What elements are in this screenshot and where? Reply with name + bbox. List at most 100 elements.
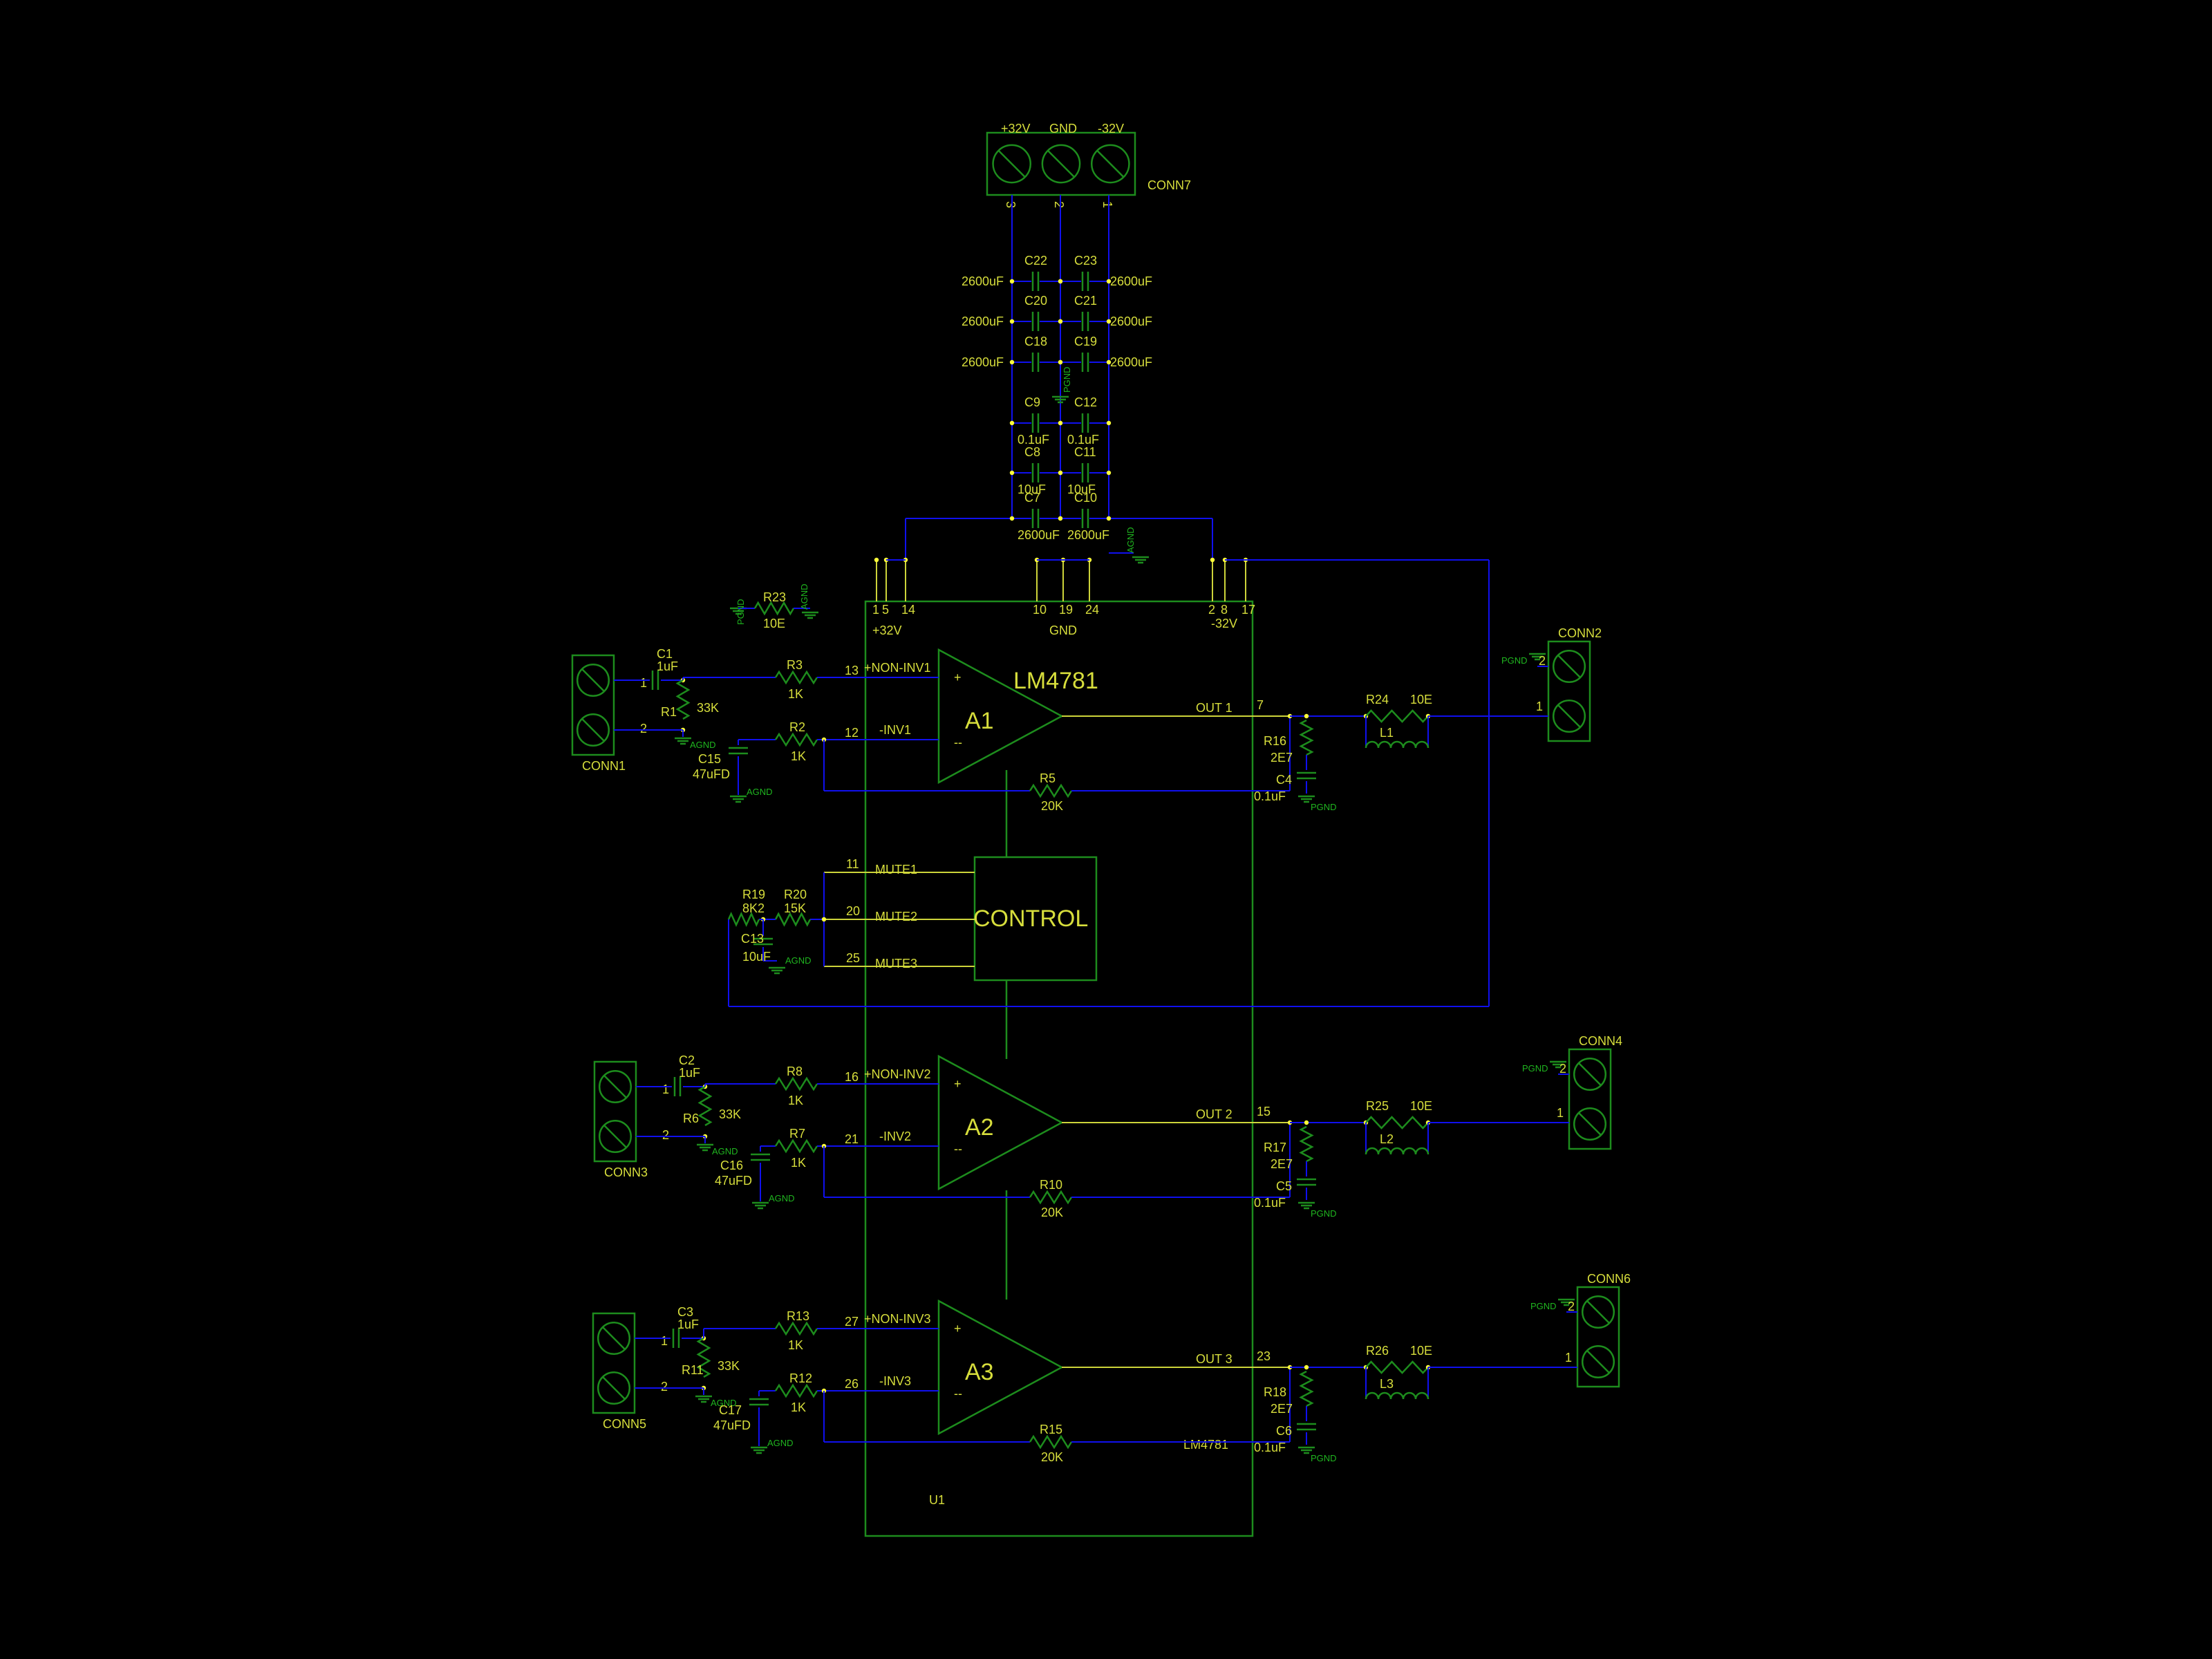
resistor-ref: R7 <box>789 1127 805 1141</box>
cap-value: 0.1uF <box>1067 433 1099 447</box>
screw-slot <box>602 1376 626 1400</box>
resistor-symbol <box>774 670 818 685</box>
resistor-symbol <box>1365 1116 1429 1130</box>
resistor-symbol <box>1029 783 1073 798</box>
ground-label: AGND <box>767 1438 794 1448</box>
cap-value: 47uFD <box>693 767 730 781</box>
pin-number: 2 <box>661 1380 668 1394</box>
ground-label: PGND <box>1311 1208 1337 1219</box>
junction-dot <box>1058 319 1063 324</box>
rail-label: +32V <box>872 624 902 637</box>
rail-label: GND <box>1049 122 1077 135</box>
ground-label: PGND <box>1530 1301 1557 1311</box>
resistor-value: 2E7 <box>1271 751 1293 765</box>
resistor-ref: R19 <box>742 888 765 901</box>
inductor-ref: L2 <box>1380 1132 1394 1146</box>
ground-label: AGND <box>711 1398 737 1408</box>
screw-slot <box>581 668 605 692</box>
terminal-block <box>1568 1048 1612 1150</box>
pin-number: 7 <box>1257 698 1264 712</box>
cap-ref: C6 <box>1276 1424 1292 1438</box>
resistor-value: 33K <box>718 1359 740 1373</box>
pin-number: 15 <box>1257 1105 1271 1118</box>
ground-label: PGND <box>1062 366 1072 393</box>
resistor-ref: R11 <box>682 1363 704 1377</box>
resistor-symbol <box>1299 1370 1314 1407</box>
cap-ref: C12 <box>1074 395 1097 409</box>
resistor-ref: R17 <box>1264 1141 1286 1154</box>
screw-terminal <box>1552 649 1586 684</box>
resistor-ref: R3 <box>787 658 803 672</box>
screw-slot <box>581 718 605 742</box>
pin-number: 2 <box>1539 654 1546 668</box>
pin-number: 25 <box>846 951 860 965</box>
resistor-ref: R18 <box>1264 1385 1286 1399</box>
cap-value: 10uF <box>1067 482 1096 496</box>
pin-number: 1 <box>1557 1106 1564 1120</box>
pin-number: 12 <box>845 726 859 740</box>
input-connector-ref: CONN5 <box>603 1417 646 1431</box>
cap-ref: C3 <box>677 1305 693 1319</box>
mute-label: MUTE2 <box>875 910 917 924</box>
resistor-symbol <box>727 911 760 928</box>
cap-value: 2600uF <box>1018 528 1060 542</box>
screw-slot <box>602 1327 626 1350</box>
inductor-ref: L1 <box>1380 726 1394 740</box>
screw-slot <box>1047 150 1075 178</box>
cap-ref: C9 <box>1024 395 1040 409</box>
resistor-symbol <box>753 601 795 616</box>
pin-number: 23 <box>1257 1349 1271 1363</box>
resistor-ref: R10 <box>1040 1178 1062 1192</box>
cap-ref: C7 <box>1024 491 1040 505</box>
cap-ref: C21 <box>1074 294 1097 308</box>
cap-value: 0.1uF <box>1254 1441 1286 1454</box>
resistor-ref: R8 <box>787 1065 803 1078</box>
terminal-block <box>571 654 615 756</box>
cap-ref: C17 <box>719 1403 742 1417</box>
screw-slot <box>1578 1062 1602 1086</box>
resistor-value: 20K <box>1041 799 1063 813</box>
pin-number: 5 <box>882 603 889 617</box>
junction-dot <box>1304 1120 1309 1125</box>
resistor-value: 8K2 <box>742 901 765 915</box>
pin-number: 2 <box>640 722 647 735</box>
ground-label: PGND <box>735 599 746 625</box>
junction-dot <box>1106 319 1112 324</box>
ground-label: AGND <box>747 787 773 797</box>
pin-label: +NON-INV3 <box>864 1312 931 1326</box>
cap-value: 2600uF <box>962 355 1004 369</box>
pin-number: 27 <box>845 1315 859 1329</box>
rail-label: -32V <box>1211 617 1237 630</box>
junction-dot <box>821 917 827 922</box>
ground-label: AGND <box>769 1193 795 1203</box>
cap-value: 2600uF <box>962 274 1004 288</box>
screw-slot <box>1557 704 1581 728</box>
screw-terminal <box>992 144 1032 184</box>
cap-ref: C4 <box>1276 773 1292 787</box>
resistor-symbol <box>675 679 691 720</box>
resistor-symbol <box>774 1138 818 1154</box>
opamp-triangle <box>937 1299 1064 1436</box>
chip-name-bottom: LM4781 <box>1183 1438 1228 1452</box>
resistor-ref: R6 <box>683 1112 699 1125</box>
resistor-ref: R13 <box>787 1309 809 1323</box>
ground-label: AGND <box>785 955 812 966</box>
terminal-block <box>1576 1286 1620 1388</box>
pin-label: +NON-INV2 <box>864 1067 931 1081</box>
resistor-value: 10E <box>763 617 785 630</box>
resistor-ref: R12 <box>789 1371 812 1385</box>
junction-dot <box>1106 516 1112 521</box>
cap-ref: C10 <box>1074 491 1097 505</box>
junction-dot <box>1009 470 1015 476</box>
cap-ref: C1 <box>657 647 673 661</box>
screw-terminal <box>1573 1057 1607 1091</box>
screw-terminal <box>576 713 610 747</box>
junction-dot <box>1009 420 1015 426</box>
cap-value: 47uFD <box>713 1418 751 1432</box>
rail-label: +32V <box>1001 122 1031 135</box>
